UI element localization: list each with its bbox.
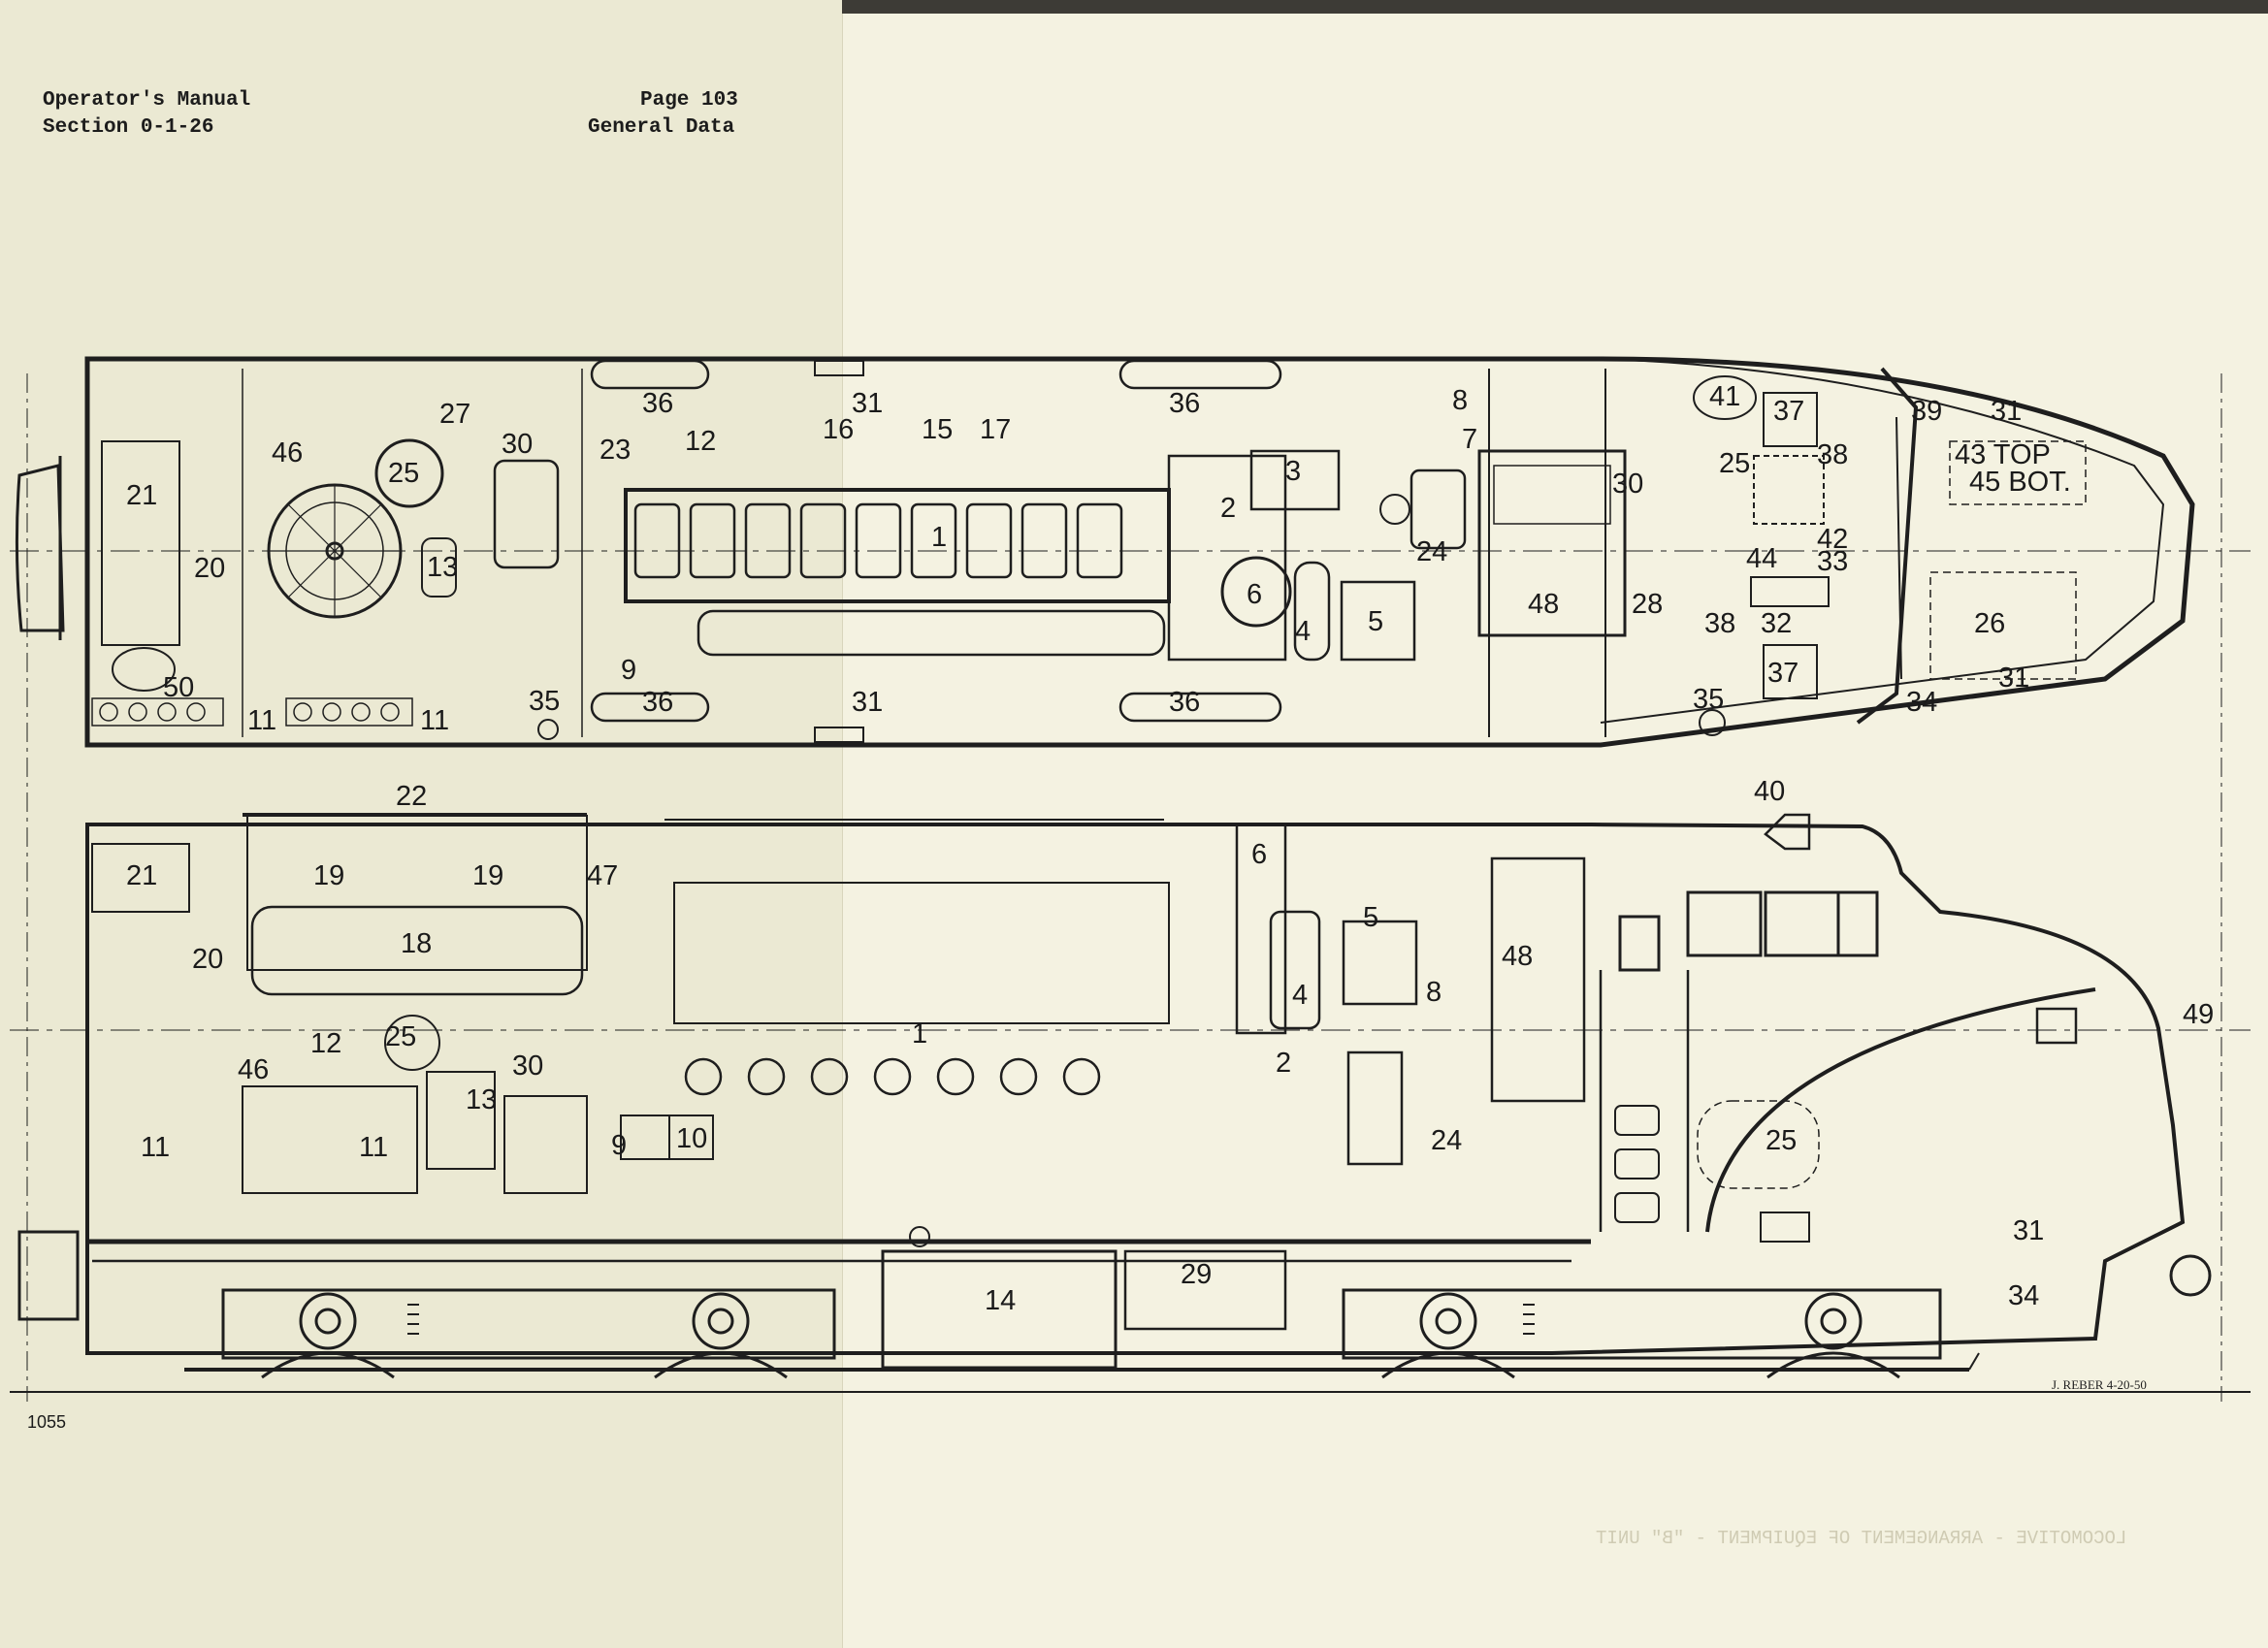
plan-callout-30: 30 <box>502 429 533 460</box>
plan-callout-11b: 11 <box>420 705 449 736</box>
elev-callout-20: 20 <box>192 944 223 975</box>
plan-callout-37b: 37 <box>1767 658 1798 689</box>
plan-callout-48: 48 <box>1528 589 1559 620</box>
elev-callout-11a: 11 <box>141 1132 170 1163</box>
plan-callout-37a: 37 <box>1773 396 1804 427</box>
plan-view <box>10 356 2251 748</box>
right-page-sheet <box>842 14 2268 1648</box>
plan-callout-7: 7 <box>1462 424 1477 455</box>
plan-callout-30b: 30 <box>1612 469 1643 500</box>
elevation-view <box>10 373 2251 1402</box>
elev-callout-25b: 25 <box>1766 1125 1797 1156</box>
elev-callout-49: 49 <box>2183 999 2214 1030</box>
elev-callout-34: 34 <box>2008 1280 2039 1311</box>
elev-callout-40: 40 <box>1754 776 1785 807</box>
section-number: Section 0-1-26 <box>43 116 214 139</box>
elev-callout-19a: 19 <box>313 860 344 891</box>
elev-callout-46: 46 <box>238 1054 269 1085</box>
plan-callout-31a: 31 <box>852 388 883 419</box>
elev-callout-25: 25 <box>385 1021 416 1052</box>
elevation-callouts: 22 21 19 19 47 18 20 12 25 46 11 11 13 3… <box>126 776 2214 1316</box>
plan-callout-21: 21 <box>126 480 157 511</box>
draftsman-signature: J. REBER 4-20-50 <box>2052 1377 2147 1392</box>
plan-callout-36a: 36 <box>642 388 673 419</box>
plan-callout-34a: 34 <box>1906 687 1937 718</box>
elev-callout-2: 2 <box>1276 1048 1291 1079</box>
plan-view-callouts: 21 20 50 11 11 46 27 25 13 30 23 12 36 3… <box>126 381 2071 736</box>
page-number: Page 103 <box>640 89 738 112</box>
plan-callout-32: 32 <box>1761 608 1792 639</box>
elev-callout-31: 31 <box>2013 1215 2044 1246</box>
plan-callout-23: 23 <box>599 435 631 466</box>
manual-title: Operator's Manual <box>43 89 251 112</box>
plan-callout-6: 6 <box>1247 579 1262 610</box>
plan-callout-36d: 36 <box>1169 388 1200 419</box>
elev-callout-14: 14 <box>985 1285 1016 1316</box>
elev-callout-10: 10 <box>676 1123 707 1154</box>
plan-callout-33: 33 <box>1817 546 1848 577</box>
elev-callout-11b: 11 <box>359 1132 388 1163</box>
plan-callout-36b: 36 <box>642 687 673 718</box>
scan-top-shadow <box>842 0 2268 14</box>
plan-callout-24: 24 <box>1416 536 1447 567</box>
plan-callout-27: 27 <box>439 399 470 430</box>
elev-callout-21: 21 <box>126 860 157 891</box>
plan-callout-15: 15 <box>922 414 953 445</box>
elev-callout-4: 4 <box>1292 980 1308 1011</box>
elev-callout-5: 5 <box>1363 902 1378 933</box>
plan-callout-38a: 38 <box>1817 439 1848 470</box>
plan-callout-20: 20 <box>194 553 225 584</box>
plan-callout-8: 8 <box>1452 385 1468 416</box>
plan-callout-3: 3 <box>1285 456 1301 487</box>
plan-callout-9: 9 <box>621 655 636 686</box>
plan-callout-50: 50 <box>163 672 194 703</box>
plan-callout-38b: 38 <box>1704 608 1735 639</box>
plan-callout-31b: 31 <box>852 687 883 718</box>
plan-callout-12: 12 <box>685 426 716 457</box>
plan-callout-5: 5 <box>1368 606 1383 637</box>
plan-callout-28: 28 <box>1632 589 1663 620</box>
elev-callout-29: 29 <box>1181 1259 1212 1290</box>
elev-callout-30: 30 <box>512 1050 543 1082</box>
plan-callout-42: 42 <box>1817 524 1848 555</box>
plan-callout-25: 25 <box>388 458 419 489</box>
plan-callout-43top: 43 TOP <box>1955 439 2051 470</box>
plan-callout-39: 39 <box>1911 396 1942 427</box>
plan-callout-35a: 35 <box>529 686 560 717</box>
elev-callout-19b: 19 <box>472 860 503 891</box>
elev-callout-9: 9 <box>611 1130 627 1161</box>
plan-callout-46: 46 <box>272 437 303 469</box>
plan-callout-25b: 25 <box>1719 448 1750 479</box>
elev-callout-22: 22 <box>396 781 427 812</box>
plan-callout-31d: 31 <box>1998 662 2029 694</box>
plan-callout-26: 26 <box>1974 608 2005 639</box>
plan-callout-16: 16 <box>823 414 854 445</box>
plan-callout-13: 13 <box>427 552 458 583</box>
plan-callout-4: 4 <box>1295 616 1311 647</box>
elev-callout-13: 13 <box>466 1084 497 1115</box>
plan-callout-35b: 35 <box>1693 684 1724 715</box>
elev-callout-12: 12 <box>310 1028 341 1059</box>
elev-callout-18: 18 <box>401 928 432 959</box>
page-category: General Data <box>588 116 735 139</box>
plan-callout-2: 2 <box>1220 493 1236 524</box>
elev-callout-48: 48 <box>1502 941 1533 972</box>
plan-callout-41: 41 <box>1709 381 1740 412</box>
plan-callout-31c: 31 <box>1991 396 2022 427</box>
plan-callout-44: 44 <box>1746 543 1777 574</box>
elev-callout-8: 8 <box>1426 977 1442 1008</box>
elev-callout-24: 24 <box>1431 1125 1462 1156</box>
figure-number: 1055 <box>27 1412 66 1432</box>
plan-callout-1: 1 <box>931 522 947 553</box>
elev-callout-6: 6 <box>1251 839 1267 870</box>
plan-callout-45bot: 45 BOT. <box>1969 467 2071 498</box>
elev-callout-47: 47 <box>587 860 618 891</box>
plan-callout-36c: 36 <box>1169 687 1200 718</box>
elev-callout-1: 1 <box>912 1018 927 1050</box>
plan-callout-11a: 11 <box>247 705 276 736</box>
plan-callout-17: 17 <box>980 414 1011 445</box>
